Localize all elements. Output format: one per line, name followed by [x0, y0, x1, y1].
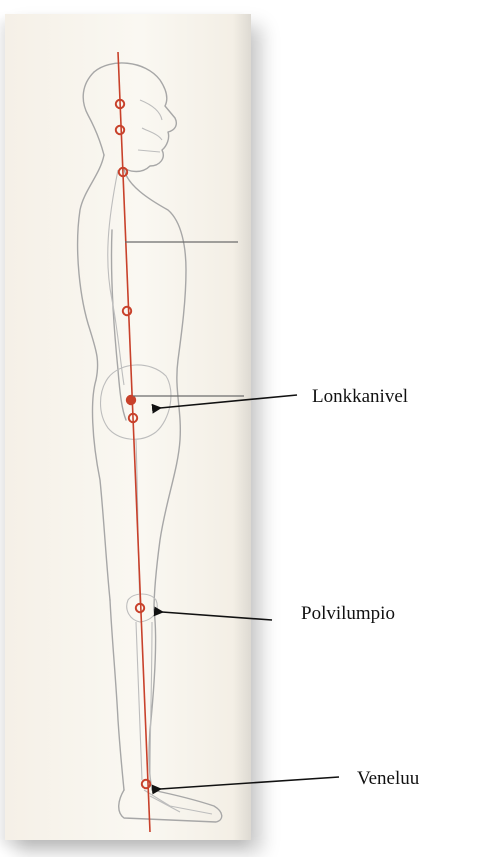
marker-lumbar: [123, 307, 131, 315]
arrow-ankle: [160, 777, 339, 789]
arm-outline: [111, 230, 126, 420]
marker-pelvis: [127, 396, 135, 404]
front-outline: [124, 168, 186, 610]
marker-ear: [116, 126, 124, 134]
skull-back: [83, 72, 104, 155]
arrow-hip: [160, 395, 297, 408]
back-outline: [78, 155, 110, 600]
skull-face: [138, 100, 162, 152]
label-hip-joint: Lonkkanivel: [312, 386, 408, 408]
marker-ankle: [142, 780, 150, 788]
label-ankle-bone: Veneluu: [357, 768, 419, 790]
arrow-knee: [162, 612, 272, 620]
head-outline: [94, 63, 176, 172]
leg-back: [110, 600, 124, 790]
label-kneecap: Polvilumpio: [301, 603, 395, 625]
